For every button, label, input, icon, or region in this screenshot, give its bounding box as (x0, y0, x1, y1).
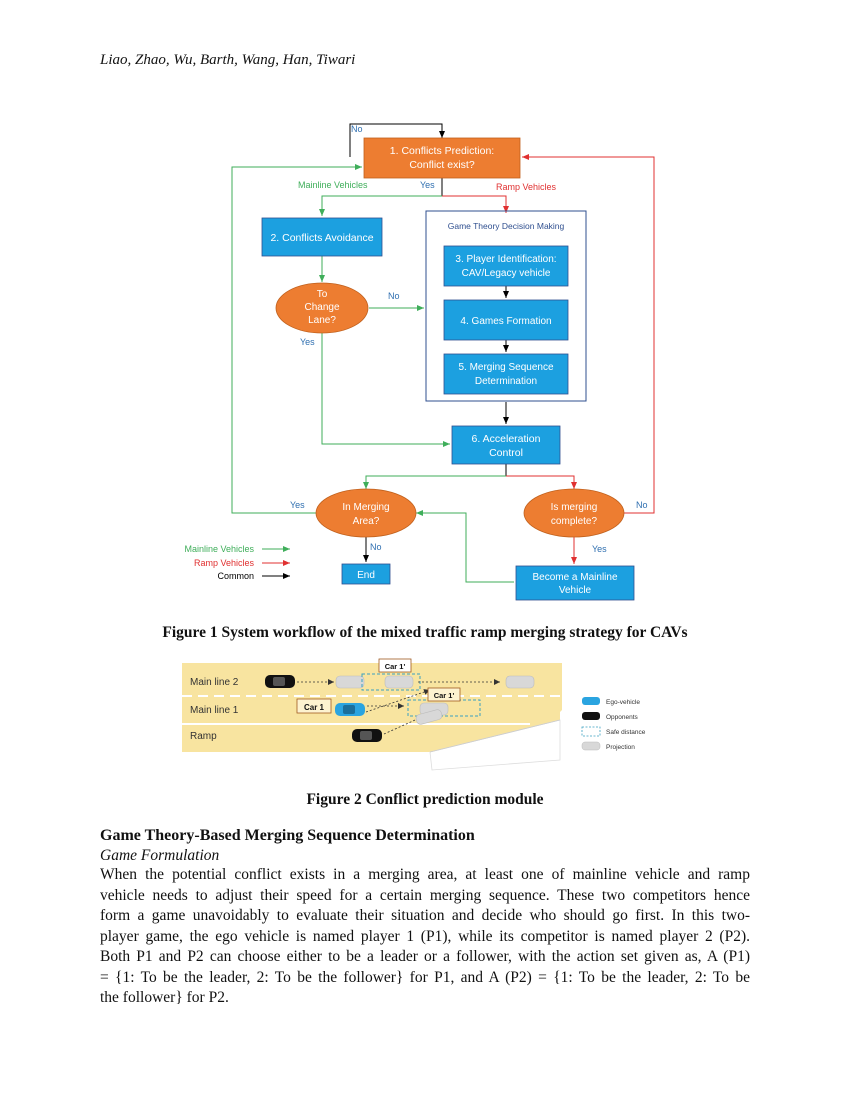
become-mainline-line1: Become a Mainline (532, 572, 617, 583)
change-lane-line1: To (317, 289, 328, 300)
legend-projection: Projection (606, 744, 635, 751)
game-theory-frame (425, 210, 587, 402)
projection-ramp (415, 709, 443, 725)
complete-no-label: No (636, 500, 648, 510)
car1-tag-label: Car 1 (304, 703, 325, 712)
legend-projection-swatch (581, 741, 601, 751)
paragraph-line: Both P1 and P2 can choose either to be a… (100, 948, 750, 965)
car1p-mid-tag (427, 687, 461, 702)
mainline-vehicles-label: Mainline Vehicles (298, 180, 368, 190)
projection-main2-b (384, 675, 414, 689)
games-formation-node (443, 299, 569, 341)
paragraph-line: = {1: To be the leader, 2: To be the fol… (100, 968, 750, 986)
legend-safe-swatch (581, 726, 601, 737)
legend-opponents: Opponents (606, 714, 639, 721)
section-title: Game Theory-Based Merging Sequence Deter… (100, 827, 475, 844)
change-lane-decision (275, 282, 369, 334)
car1p-mid-label: Car 1' (434, 691, 455, 700)
complete-no-loop (522, 154, 655, 514)
projection-main2-a (335, 675, 365, 689)
player-identification-line1: 3. Player Identification: (455, 254, 556, 265)
yes-top-label: Yes (420, 180, 435, 190)
mainline-to-area-connector (416, 510, 514, 583)
merging-complete-decision (523, 488, 625, 538)
merging-complete-line2: complete? (551, 516, 598, 527)
lane-main-2: Main line 2 (190, 677, 239, 688)
no-loop-connector (349, 123, 445, 157)
lane-main-1: Main line 1 (190, 705, 239, 716)
legend-ego: Ego-vehicle (606, 699, 640, 706)
merging-sequence-line1: 5. Merging Sequence (458, 362, 554, 373)
change-yes-connector (321, 332, 450, 447)
legend-ramp: Ramp Vehicles (194, 558, 255, 568)
end-node (341, 563, 391, 585)
merging-area-line2: Area? (353, 516, 380, 527)
area-no-label: No (370, 542, 382, 552)
merging-area-decision (315, 488, 417, 538)
ramp-vehicles-label: Ramp Vehicles (496, 182, 557, 192)
paragraph-line: player game, the ego vehicle is named pl… (100, 927, 750, 945)
body-paragraph: When the potential conflict exists in a … (100, 865, 750, 1009)
car1-tag (296, 698, 332, 714)
become-mainline-node (515, 565, 635, 601)
paragraph-line: the follower} for P2. (100, 989, 229, 1006)
figure-2-diagram: Main line 2 Main line 1 Ramp Car 1 Car 1… (182, 658, 646, 771)
area-yes-label: Yes (290, 500, 305, 510)
projection-main2-c (505, 675, 535, 689)
legend-opponent-swatch (582, 712, 600, 720)
merging-area-line1: In Merging (342, 502, 389, 513)
change-no-label: No (388, 291, 400, 301)
figure-1-flowchart: 1. Conflicts Prediction: Conflict exist?… (184, 123, 655, 601)
merging-complete-line1: Is merging (551, 502, 598, 513)
conflicts-avoidance-node (261, 217, 383, 257)
conflicts-prediction-node (363, 137, 521, 179)
games-formation-label: 4. Games Formation (460, 316, 551, 327)
conflicts-prediction-line1: 1. Conflicts Prediction: (390, 145, 494, 157)
area-yes-loop (231, 164, 362, 514)
paragraph-line: vehicle needs to adjust their speed for … (100, 886, 750, 904)
end-label: End (357, 570, 375, 581)
legend-mainline: Mainline Vehicles (184, 544, 254, 554)
subsection-title: Game Formulation (100, 847, 220, 864)
paragraph-line: When the potential conflict exists in a … (100, 866, 750, 883)
merging-sequence-line2: Determination (475, 376, 537, 387)
game-theory-title: Game Theory Decision Making (448, 221, 565, 231)
ramp-branch (442, 195, 509, 213)
change-lane-line3: Lane? (308, 315, 336, 326)
no-top-label: No (351, 124, 363, 134)
acceleration-control-line2: Control (489, 447, 523, 459)
to-merging-area-connector (363, 475, 506, 489)
to-merge-complete-connector (506, 475, 577, 489)
complete-yes-label: Yes (592, 544, 607, 554)
change-yes-label: Yes (300, 337, 315, 347)
paragraph-line: form a game unavoidably to evaluate thei… (100, 907, 750, 924)
figure-1-caption: Figure 1 System workflow of the mixed tr… (162, 624, 688, 641)
figure-2-caption: Figure 2 Conflict prediction module (306, 791, 544, 808)
acceleration-control-line1: 6. Acceleration (472, 433, 541, 445)
running-header: Liao, Zhao, Wu, Barth, Wang, Han, Tiwari (100, 52, 356, 68)
change-lane-line2: Change (304, 302, 339, 313)
conflicts-avoidance-label: 2. Conflicts Avoidance (270, 232, 373, 244)
lane-ramp: Ramp (190, 731, 217, 742)
player-identification-node (443, 245, 569, 287)
become-mainline-line2: Vehicle (559, 585, 592, 596)
conflicts-prediction-line2: Conflict exist? (409, 159, 475, 171)
car1p-top-tag (378, 658, 412, 673)
legend-safe: Safe distance (606, 729, 646, 736)
legend-common: Common (217, 571, 254, 581)
mainline-branch (319, 195, 442, 216)
merging-sequence-node (443, 353, 569, 395)
acceleration-control-node (451, 425, 561, 465)
car1p-top-label: Car 1' (385, 662, 406, 671)
player-identification-line2: CAV/Legacy vehicle (462, 268, 551, 279)
legend-ego-swatch (582, 697, 600, 705)
